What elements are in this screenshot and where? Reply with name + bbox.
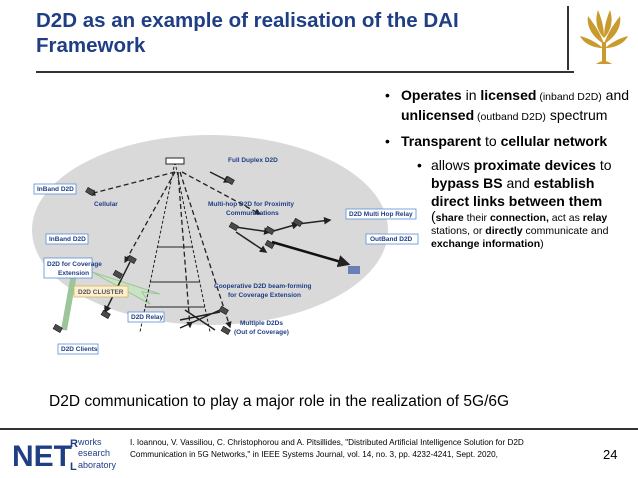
bold-relay: relay	[582, 212, 608, 224]
text: and	[502, 175, 534, 191]
bold-transparent: Transparent	[401, 133, 482, 149]
bold-operates: Operates	[401, 87, 462, 103]
label-inband-2: InBand D2D	[49, 236, 86, 243]
label-relay: D2D Relay	[131, 314, 164, 321]
bold-unlicensed: unlicensed	[401, 107, 475, 123]
text: to	[595, 157, 612, 173]
bold-exchange: exchange information	[431, 238, 541, 250]
label-coverage-1: D2D for Coverage	[47, 261, 102, 268]
bullet-list: Operates in licensed (inband D2D) and un…	[385, 86, 630, 251]
text-outband: (outband D2D)	[474, 111, 546, 123]
bold-cellular-network: cellular network	[500, 133, 608, 149]
label-d2d-multihop-relay: D2D Multi Hop Relay	[349, 211, 413, 218]
text-inband: (inband D2D)	[536, 91, 602, 103]
bold-share: share	[435, 212, 464, 224]
label-cluster: D2D CLUSTER	[78, 289, 124, 296]
bold-bypass: bypass BS	[431, 175, 503, 191]
bottom-statement: D2D communication to play a major role i…	[49, 393, 510, 410]
title-divider-vertical	[567, 6, 569, 70]
bold-directly: directly	[485, 225, 523, 237]
label-coop-1: Cooperative D2D beam-forming	[214, 283, 312, 290]
slide-title: D2D as an example of realisation of the …	[36, 9, 459, 57]
label-coverage-2: Extension	[58, 270, 89, 277]
base-station-tower-icon	[139, 157, 211, 333]
label-coop-2: for Coverage Extension	[228, 292, 301, 299]
bold-proximate: proximate devices	[473, 157, 596, 173]
text: spectrum	[545, 107, 608, 123]
d2d-diagram: InBand D2D Full Duplex D2D Cellular Mult…	[32, 135, 419, 355]
text: act as	[548, 212, 583, 224]
bold-licensed: licensed	[480, 87, 537, 103]
bold-direct-links: establish direct links between them	[431, 175, 603, 209]
university-tree-logo	[580, 10, 628, 64]
outband-arrow	[271, 240, 351, 268]
clients-arrow	[61, 273, 77, 331]
sub-bullet-detail: (share their connection, act as relay st…	[431, 208, 630, 251]
label-clients: D2D Clients	[61, 346, 98, 353]
logo-aboratory: aboratory	[78, 460, 117, 470]
page-number: 24	[603, 447, 618, 462]
text: communicate and	[522, 225, 609, 237]
wifi-router-icon	[348, 266, 360, 274]
label-multiple-2: (Out of Coverage)	[234, 329, 289, 336]
label-full-duplex: Full Duplex D2D	[228, 157, 278, 164]
reference-line-2: Communication in 5G Networks," in IEEE S…	[130, 450, 498, 459]
text: their	[463, 212, 490, 224]
title-divider-horizontal	[36, 71, 574, 73]
logo-l: L	[70, 461, 77, 473]
text: )	[540, 238, 544, 250]
footer-divider	[0, 428, 638, 430]
text: (	[431, 208, 436, 224]
text: stations, or	[431, 225, 486, 237]
cell-coverage-ellipse	[32, 135, 388, 325]
sub-bullet-proximate: allows proximate devices to bypass BS an…	[385, 156, 630, 251]
label-inband-1: InBand D2D	[37, 186, 74, 193]
reference-line-1: I. Ioannou, V. Vassiliou, C. Christophor…	[130, 438, 524, 447]
bold-connection: connection,	[489, 212, 549, 224]
logo-esearch: esearch	[78, 448, 110, 458]
bullet-spectrum: Operates in licensed (inband D2D) and un…	[385, 86, 630, 126]
text: in	[461, 87, 481, 103]
text: and	[601, 87, 630, 103]
text: to	[481, 133, 501, 149]
label-multihop-1: Multi-hop D2D for Proximity	[208, 201, 294, 208]
text: allows	[431, 157, 474, 173]
logo-r: R	[70, 438, 78, 450]
label-multiple-1: Multiple D2Ds	[240, 320, 283, 327]
netrl-logo: NET R L works esearch aboratory	[12, 437, 117, 473]
label-multihop-2: Communications	[226, 210, 279, 217]
reference-citation: I. Ioannou, V. Vassiliou, C. Christophor…	[130, 437, 560, 461]
logo-net: NET	[12, 440, 72, 473]
label-outband: OutBand D2D	[370, 236, 413, 243]
bullet-transparent: Transparent to cellular network	[385, 132, 630, 150]
label-cellular: Cellular	[94, 201, 118, 208]
logo-works: works	[77, 437, 102, 447]
